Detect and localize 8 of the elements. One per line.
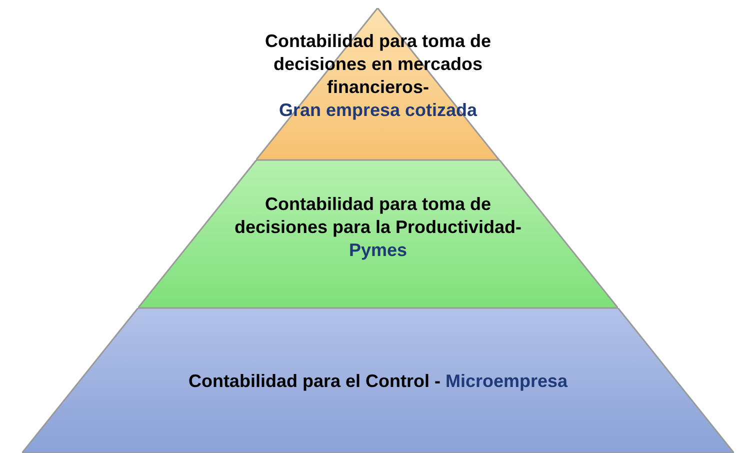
company-type-label: Microempresa [445,371,568,391]
pyramid-tier [138,160,618,308]
pyramid-tier [256,8,500,160]
tier-label: Contabilidad para toma de decisiones para la Productividad- [234,194,522,237]
pyramid-tier [22,308,734,453]
tier-label: Contabilidad para el Control - [188,371,440,391]
company-type-label: Pymes [348,240,408,260]
tier-label: Contabilidad para toma de decisiones en mercados financieros- [264,31,492,97]
